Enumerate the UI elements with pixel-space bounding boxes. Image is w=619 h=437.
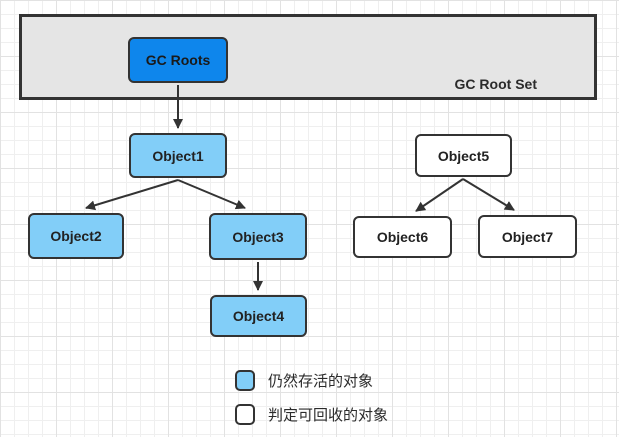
node-object4[interactable]: Object4 — [210, 295, 307, 337]
legend-row-alive: 仍然存活的对象 — [235, 370, 388, 391]
legend-label-recyclable: 判定可回收的对象 — [268, 407, 389, 424]
node-gc-roots[interactable]: GC Roots — [128, 37, 228, 83]
edge-object5-object6 — [415, 178, 464, 212]
node-object1[interactable]: Object1 — [129, 133, 227, 178]
node-object3[interactable]: Object3 — [209, 213, 307, 260]
legend-label-alive: 仍然存活的对象 — [268, 373, 374, 390]
legend-swatch-recyclable-icon — [235, 404, 255, 425]
legend-row-recyclable: 判定可回收的对象 — [235, 404, 388, 425]
legend-swatch-alive-icon — [235, 370, 255, 391]
node-object2[interactable]: Object2 — [28, 213, 124, 259]
node-object7[interactable]: Object7 — [478, 215, 577, 258]
edge-object5-object7 — [462, 178, 515, 211]
gc-root-set-container: GC Root Set — [19, 14, 597, 100]
edge-object1-object3 — [177, 179, 246, 210]
edge-object1-object2 — [85, 179, 179, 211]
node-object6[interactable]: Object6 — [353, 216, 452, 258]
node-object5[interactable]: Object5 — [415, 134, 512, 177]
legend: 仍然存活的对象 判定可回收的对象 — [235, 370, 388, 425]
gc-root-set-label: GC Root Set — [454, 76, 537, 92]
